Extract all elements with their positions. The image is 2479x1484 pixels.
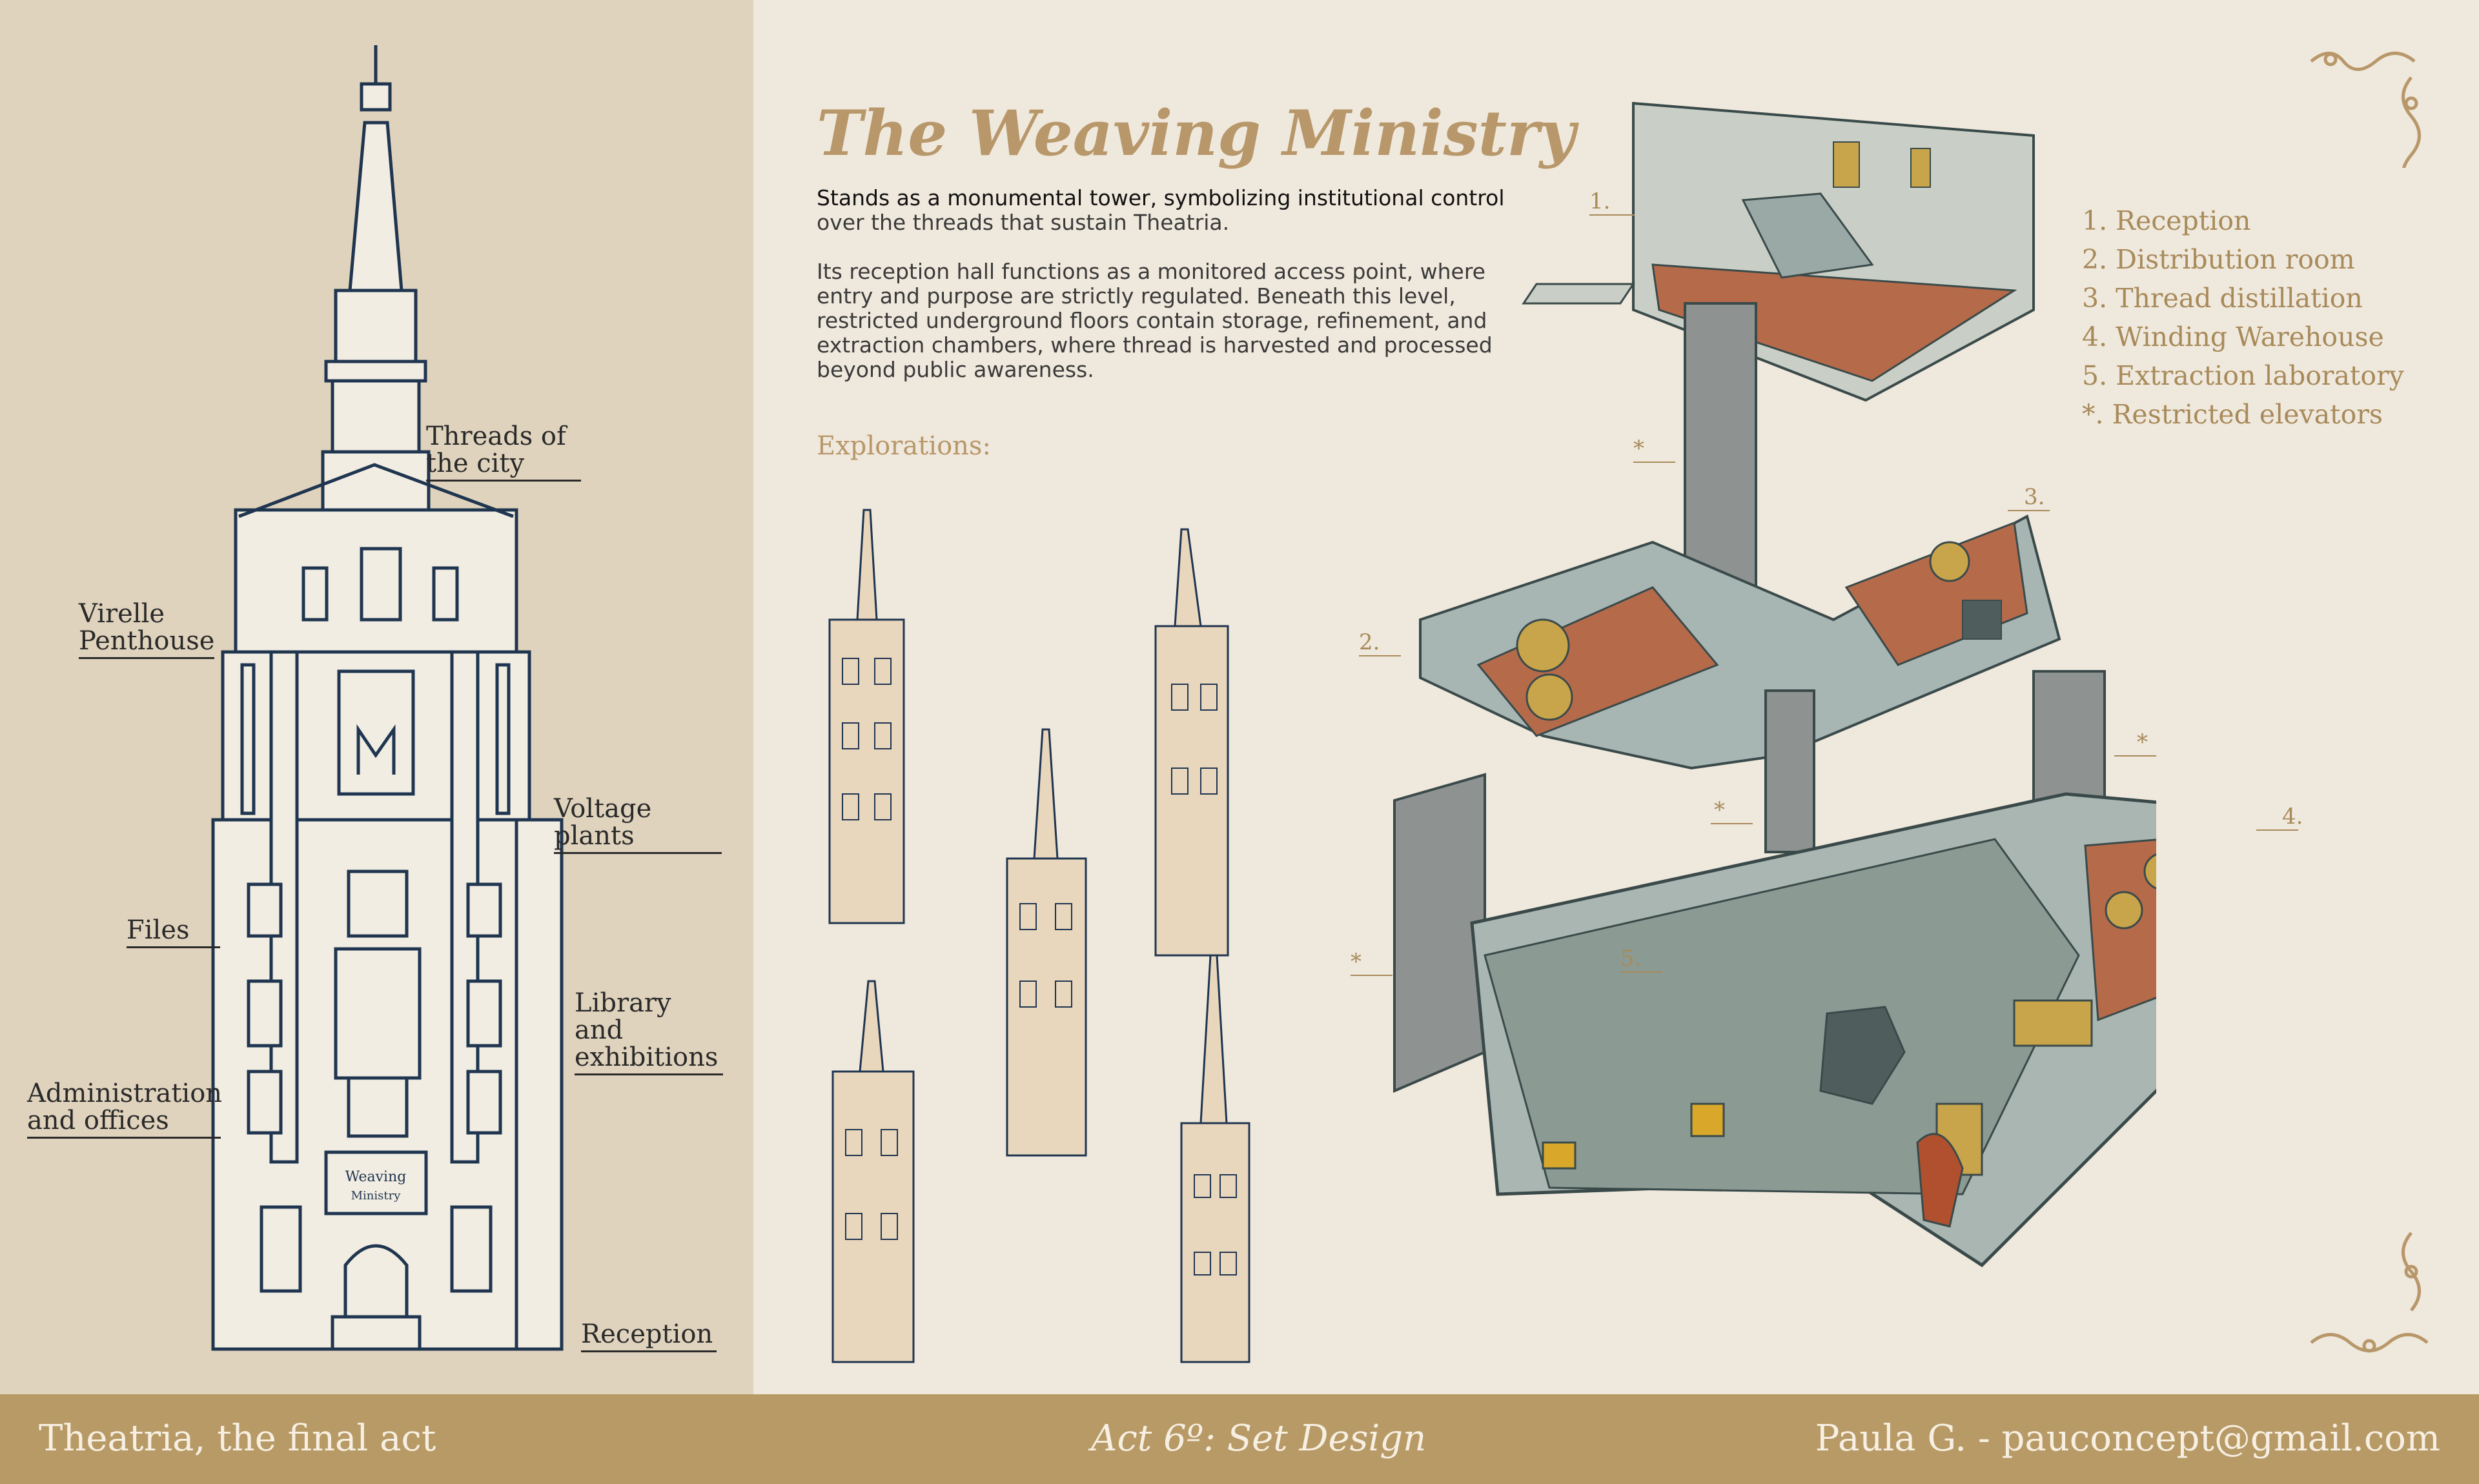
diagram-number-1: 1. — [1589, 188, 1611, 214]
footer: Theatria, the final act Act 6º: Set Desi… — [0, 1394, 2479, 1484]
left-panel: Weaving Ministry Threads of the city Vir… — [0, 0, 753, 1394]
label-virelle-penthouse: Virelle Penthouse — [79, 600, 214, 659]
diagram-line-2 — [1359, 655, 1401, 656]
explorations-label: Explorations: — [817, 431, 991, 461]
facility-cutaway-diagram — [1393, 101, 2156, 1268]
elevator-marker-line-3 — [1711, 823, 1753, 824]
svg-text:Ministry: Ministry — [351, 1189, 402, 1203]
elevator-marker-line-4 — [1351, 975, 1393, 976]
label-library-and-exhibitions: Library and exhibitions — [575, 990, 723, 1075]
footer-act-title: Act 6º: Set Design — [1091, 1418, 1427, 1459]
tower-sign: Weaving — [345, 1169, 407, 1185]
page-title: The Weaving Ministry — [817, 97, 1576, 170]
label-voltage-plants: Voltage plants — [554, 795, 722, 854]
description-rest: over the threads that sustain Theatria. — [817, 210, 1230, 235]
tower-illustration: Weaving Ministry — [211, 45, 564, 1351]
legend-item: 1. Reception — [2082, 205, 2251, 236]
diagram-line-5 — [1620, 971, 1662, 973]
legend-item: *. Restricted elevators — [2082, 399, 2383, 430]
diagram-number-3: 3. — [2024, 484, 2045, 510]
diagram-line-3 — [2008, 510, 2050, 511]
description-strong: Stands as a monumental tower, symbolizin… — [817, 185, 1505, 210]
diagram-line-4 — [2256, 829, 2298, 831]
elevator-marker-1: * — [1633, 436, 1644, 462]
legend-item: 5. Extraction laboratory — [2082, 360, 2404, 391]
legend-item: 4. Winding Warehouse — [2082, 321, 2384, 352]
elevator-marker-3: * — [1714, 797, 1725, 823]
label-files: Files — [127, 917, 220, 948]
diagram-number-4: 4. — [2282, 804, 2303, 829]
legend: 1. Reception 2. Distribution room 3. Thr… — [2082, 201, 2404, 434]
legend-item: 2. Distribution room — [2082, 244, 2355, 275]
ornament-bottom-right-icon — [2310, 1232, 2429, 1353]
legend-item: 3. Thread distillation — [2082, 283, 2363, 314]
elevator-marker-2: * — [2137, 729, 2148, 755]
description: Stands as a monumental tower, symbolizin… — [817, 186, 1514, 407]
elevator-marker-line-1 — [1633, 462, 1675, 463]
elevator-marker-4: * — [1351, 949, 1362, 975]
diagram-number-2: 2. — [1359, 629, 1380, 655]
exploration-sketches — [828, 509, 1250, 1363]
elevator-marker-line-2 — [2114, 755, 2156, 757]
description-paragraph-2: Its reception hall functions as a monito… — [817, 259, 1493, 382]
diagram-line-1 — [1589, 214, 1635, 216]
footer-series-title: Theatria, the final act — [39, 1418, 436, 1459]
label-reception: Reception — [581, 1321, 717, 1352]
label-administration-and-offices: Administration and offices — [27, 1080, 222, 1139]
footer-author-contact: Paula G. - pauconcept@gmail.com — [1815, 1418, 2440, 1459]
label-threads-of-the-city: Threads of the city — [426, 423, 581, 482]
diagram-number-5: 5. — [1620, 946, 1642, 971]
ornament-top-right-icon — [2310, 52, 2421, 168]
